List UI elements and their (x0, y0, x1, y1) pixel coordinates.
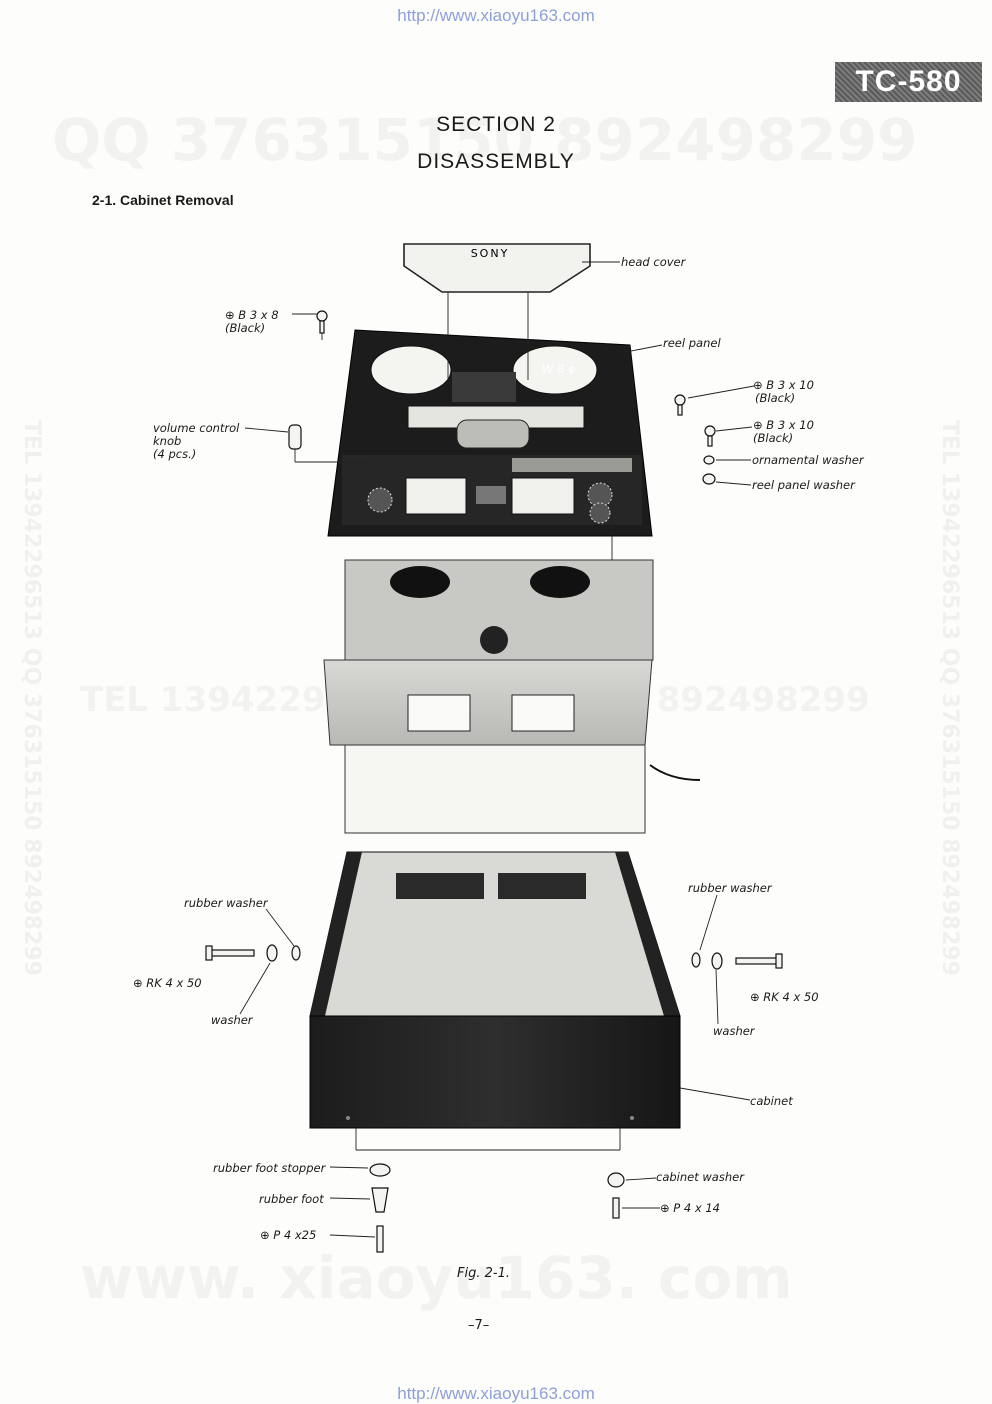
label-screw-rk-left: ⊕ RK 4 x 50 (133, 976, 202, 990)
label-screw-b3x10-a-note: (Black) (755, 391, 796, 405)
label-cabinet-washer: cabinet washer (656, 1170, 744, 1184)
reel-panel (327, 329, 653, 537)
model-badge: TC-580 (835, 62, 982, 102)
label-volume-knob-2: knob (153, 434, 182, 448)
label-head-cover: head cover (621, 255, 686, 269)
bottom-url[interactable]: http://www.xiaoyu163.com (397, 1384, 595, 1403)
label-volume-knob-3: (4 pcs.) (153, 447, 197, 461)
label-screw-p4x25: ⊕ P 4 x25 (260, 1228, 317, 1242)
label-rubber-foot: rubber foot (259, 1192, 324, 1206)
watermark-bottom: www. xiaoyu163. com (80, 1244, 793, 1312)
label-reel-panel: reel panel (663, 336, 721, 350)
brand-label: SONY (471, 247, 510, 260)
label-volume-knob-1: volume control (153, 421, 240, 435)
subsection-heading: 2-1. Cabinet Removal (92, 192, 234, 208)
section-subtitle: DISASSEMBLY (417, 150, 575, 173)
label-washer-right: washer (713, 1024, 755, 1038)
label-screw-rk-right: ⊕ RK 4 x 50 (750, 990, 819, 1004)
label-ornamental-washer: ornamental washer (752, 453, 864, 467)
figure-caption: Fig. 2-1. (457, 1266, 510, 1281)
section-title: SECTION 2 (436, 113, 556, 136)
top-url[interactable]: http://www.xiaoyu163.com (397, 6, 595, 25)
label-washer-w8: W 8 φ (542, 362, 576, 376)
cabinet-shape (309, 851, 681, 1129)
label-screw-b3x8: ⊕ B 3 x 8 (225, 308, 279, 322)
label-washer-left: washer (211, 1013, 253, 1027)
label-rubber-washer-left: rubber washer (184, 896, 268, 910)
page-number: –7– (468, 1318, 490, 1333)
label-screw-b3x10-b: ⊕ B 3 x 10 (753, 418, 814, 432)
label-screw-b3x8-note: (Black) (225, 321, 266, 335)
label-rubber-washer-right: rubber washer (688, 881, 772, 895)
label-screw-p4x14: ⊕ P 4 x 14 (660, 1201, 720, 1215)
label-rubber-foot-stopper: rubber foot stopper (213, 1161, 326, 1175)
chassis (323, 559, 701, 834)
watermark-top: QQ 376315150 892498299 (52, 106, 917, 174)
label-reel-panel-washer: reel panel washer (752, 478, 855, 492)
head-cover: SONY (403, 243, 591, 293)
label-screw-b3x10-b-note: (Black) (753, 431, 794, 445)
label-cabinet: cabinet (750, 1094, 793, 1108)
label-screw-b3x10-a: ⊕ B 3 x 10 (753, 378, 814, 392)
